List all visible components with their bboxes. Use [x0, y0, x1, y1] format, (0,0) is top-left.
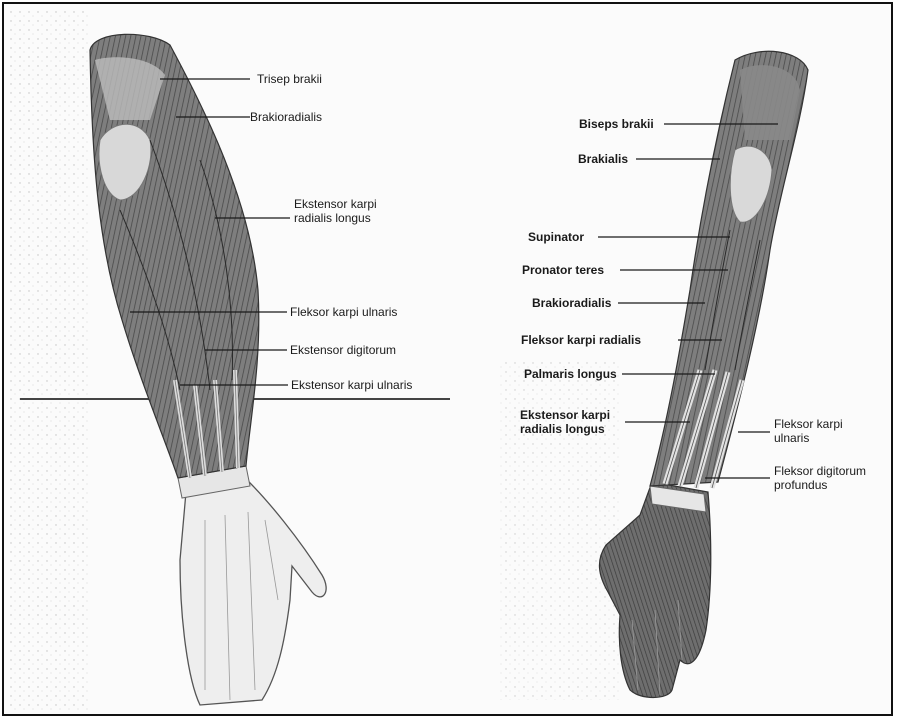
label-extensor-digitorum: Ekstensor digitorum — [290, 343, 396, 357]
label-ext-carpi-radialis-longus-right: Ekstensor karpi radialis longus — [520, 408, 610, 436]
label-palmaris-longus: Palmaris longus — [524, 367, 617, 381]
label-flexor-carpi-radialis: Fleksor karpi radialis — [521, 333, 641, 347]
label-flexor-carpi-ulnaris-left: Fleksor karpi ulnaris — [290, 305, 397, 319]
label-line-1: Ekstensor karpi — [294, 197, 377, 211]
label-line-2: radialis longus — [294, 211, 377, 225]
label-line-1: Fleksor digitorum — [774, 464, 866, 478]
label-flexor-digitorum-profundus: Fleksor digitorum profundus — [774, 464, 866, 492]
label-brachialis: Brakialis — [578, 152, 628, 166]
left-hand — [180, 478, 326, 705]
label-biceps-brachii: Biseps brakii — [579, 117, 654, 131]
label-line-1: Ekstensor karpi — [520, 408, 610, 422]
label-extensor-carpi-ulnaris: Ekstensor karpi ulnaris — [291, 378, 412, 392]
label-line-2: ulnaris — [774, 431, 843, 445]
label-triceps-brachii: Trisep brakii — [257, 72, 322, 86]
label-ext-carpi-radialis-longus-left: Ekstensor karpi radialis longus — [294, 197, 377, 225]
label-line-1: Fleksor karpi — [774, 417, 843, 431]
label-line-2: profundus — [774, 478, 866, 492]
label-brachioradialis-left: Brakioradialis — [250, 110, 322, 124]
label-supinator: Supinator — [528, 230, 584, 244]
label-pronator-teres: Pronator teres — [522, 263, 604, 277]
print-noise-left — [10, 10, 90, 710]
label-flexor-carpi-ulnaris-right: Fleksor karpi ulnaris — [774, 417, 843, 445]
label-brachioradialis-right: Brakioradialis — [532, 296, 611, 310]
label-line-2: radialis longus — [520, 422, 610, 436]
left-forearm-figure — [90, 34, 326, 705]
